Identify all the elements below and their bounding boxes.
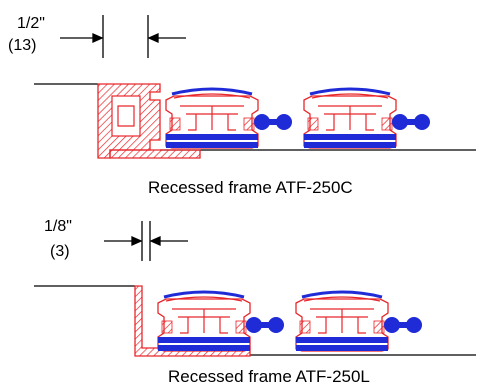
top-mat-module-1 (164, 87, 294, 150)
top-caption: Recessed frame ATF-250C (148, 178, 353, 197)
top-dimension-arrows (60, 15, 186, 58)
bottom-assembly: 1/8" (3) Recessed frame ATF-250L (34, 218, 476, 386)
bottom-mat-module-1 (156, 290, 286, 353)
bottom-mat-module-2 (294, 290, 424, 353)
bottom-dimension-arrows (104, 221, 188, 261)
top-dimension-label: 1/2" (17, 15, 45, 32)
top-recessed-frame-profile (97, 83, 201, 159)
top-mat-module-2 (302, 87, 432, 150)
top-dimension-metric: (13) (8, 37, 36, 54)
top-assembly: 1/2" (13) Recessed frame ATF-250C (8, 15, 476, 197)
bottom-dimension-label: 1/8" (44, 218, 72, 235)
bottom-caption: Recessed frame ATF-250L (168, 367, 370, 386)
bottom-dimension-metric: (3) (50, 243, 70, 260)
